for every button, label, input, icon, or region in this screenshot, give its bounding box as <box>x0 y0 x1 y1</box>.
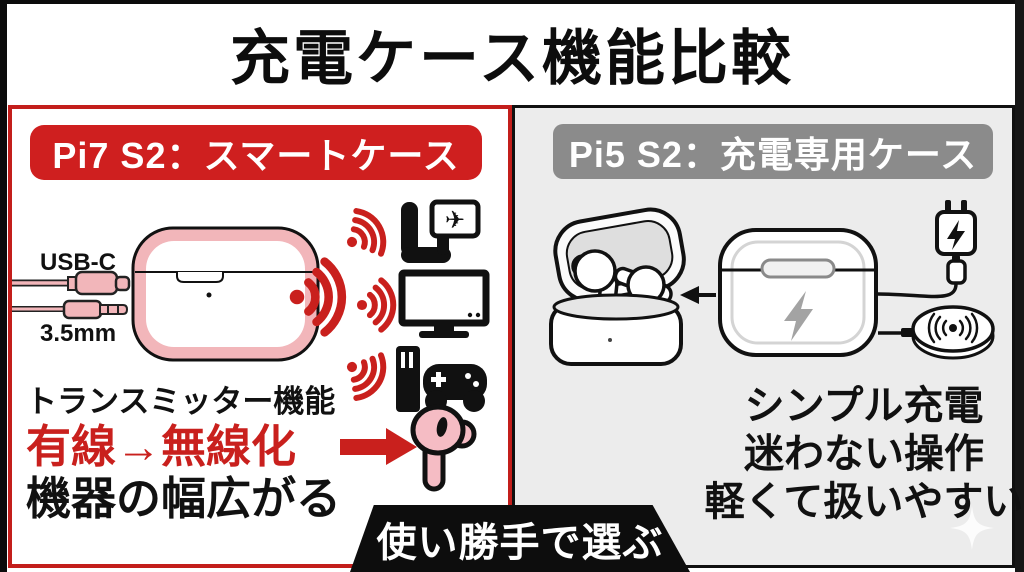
charging-case-icon <box>131 226 320 362</box>
charger-cable <box>877 283 958 299</box>
panel-pi5-charge-case: Pi5 S2：充電専用ケース <box>512 105 1023 568</box>
frame-bar-left <box>0 0 7 572</box>
page-title: 充電ケース機能比較 <box>230 25 794 92</box>
pi7-caption-line1: トランスミッター機能 <box>26 384 336 419</box>
pi5-caption-line3: 軽くて扱いやすい <box>704 480 1024 524</box>
panel-pi7-smart-case: Pi7 S2：スマートケース <box>8 105 512 568</box>
tv-icon <box>398 269 490 338</box>
pi5-caption: シンプル充電 迷わない操作 軽くて扱いやすい <box>705 382 1024 526</box>
bottom-badge-label: 使い勝手で選ぶ <box>376 520 664 565</box>
pi5-illustration <box>549 200 995 550</box>
wireless-pad-icon <box>901 305 995 360</box>
arrow-right-icon <box>340 428 417 465</box>
pi7-caption-line3: 機器の幅広がる <box>26 473 342 524</box>
pi7-header-label: Pi7 S2：スマートケース <box>52 134 460 176</box>
usb-c-label: USB-C <box>40 249 116 276</box>
bottom-badge: 使い勝手で選ぶ <box>350 505 690 572</box>
pi7-header-badge: Pi7 S2：スマートケース <box>30 125 482 180</box>
pi7-caption: トランスミッター機能 有線→無線化 機器の幅広がる <box>26 383 341 525</box>
aux-jack-label: 3.5mm <box>40 320 117 347</box>
frame-bar-right <box>1015 0 1024 572</box>
pi7-illustration: ✈ <box>12 199 490 492</box>
frame-bar-top <box>0 0 1024 4</box>
game-console-icon <box>396 346 487 412</box>
usb-c-plug-icon <box>946 255 967 285</box>
inflight-seat-icon: ✈ <box>401 199 481 263</box>
earbud-icon <box>410 404 477 492</box>
pi5-header-badge: Pi5 S2：充電専用ケース <box>553 124 993 179</box>
airplane-icon: ✈ <box>445 206 465 234</box>
pi7-caption-line2: 有線→無線化 <box>26 421 297 472</box>
closed-case-bolt-icon <box>718 228 878 357</box>
pi5-caption-line1: シンプル充電 <box>744 384 984 428</box>
sparkle-icon <box>950 506 994 550</box>
pi5-caption-line2: 迷わない操作 <box>744 432 984 476</box>
pi5-header-label: Pi5 S2：充電専用ケース <box>568 133 978 175</box>
arrow-left-icon <box>680 286 716 304</box>
open-case-icon <box>549 207 686 366</box>
wall-charger-icon <box>935 200 977 256</box>
aux-cable-icon <box>12 299 129 320</box>
usb-c-cable-icon <box>12 270 131 296</box>
